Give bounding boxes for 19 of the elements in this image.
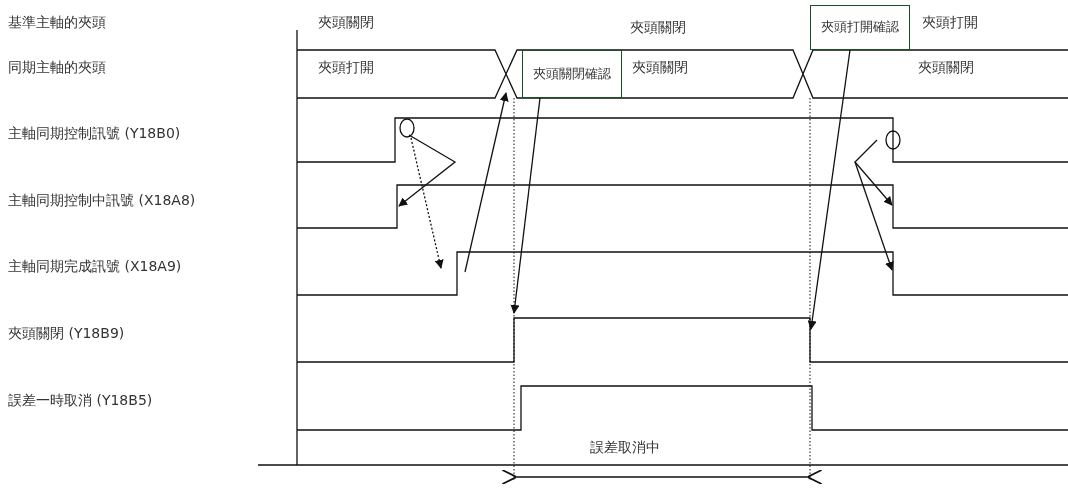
arrow: [510, 97, 541, 314]
status-text: 夾頭打開確認: [821, 19, 899, 36]
signal-label: 夾頭關閉 (Y18B9): [8, 324, 125, 342]
state-text: 夾頭關閉: [630, 18, 686, 36]
arrow: [807, 49, 851, 330]
state-text: 夾頭打開: [922, 13, 978, 31]
signal-label: 主軸同期控制訊號 (Y18B0): [8, 124, 181, 142]
state-text: 夾頭關閉: [318, 13, 374, 31]
state-text: 夾頭關閉: [918, 58, 974, 76]
signal-label: 誤差一時取消 (Y18B5): [8, 391, 153, 409]
status-box: [810, 5, 910, 50]
status-box: [522, 50, 622, 98]
row-label: 基準主軸的夾頭: [8, 13, 106, 31]
signal-label: 主軸同期控制中訊號 (X18A8): [8, 191, 196, 209]
row-label: 同期主軸的夾頭: [8, 58, 106, 76]
state-text: 夾頭打開: [318, 58, 374, 76]
dimension-text: 誤差取消中: [590, 438, 660, 456]
status-text: 夾頭關閉確認: [533, 65, 611, 83]
signal-label: 主軸同期完成訊號 (X18A9): [8, 257, 182, 275]
